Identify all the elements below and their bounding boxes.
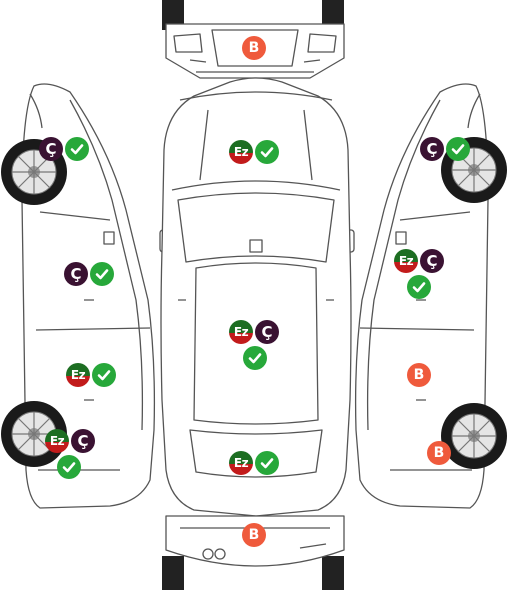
c-mark: Ç bbox=[64, 262, 88, 286]
left-rear-door-marker[interactable]: Ez bbox=[66, 363, 116, 387]
check-icon bbox=[65, 137, 89, 161]
c-mark: Ç bbox=[71, 429, 95, 453]
roof-marker[interactable]: Ez Ç bbox=[229, 320, 279, 344]
hood-marker[interactable]: Ez bbox=[229, 140, 279, 164]
c-mark: Ç bbox=[420, 137, 444, 161]
right-front-door-check-marker[interactable] bbox=[407, 275, 431, 299]
ez-mark: Ez bbox=[394, 249, 418, 273]
ez-mark: Ez bbox=[229, 140, 253, 164]
c-mark: Ç bbox=[255, 320, 279, 344]
check-icon bbox=[255, 140, 279, 164]
b-mark: B bbox=[242, 36, 266, 60]
trunk-marker[interactable]: Ez bbox=[229, 451, 279, 475]
left-front-fender-marker[interactable]: Ç bbox=[39, 137, 89, 161]
check-icon bbox=[243, 346, 267, 370]
check-icon bbox=[90, 262, 114, 286]
front-bumper-marker[interactable]: B bbox=[242, 36, 266, 60]
check-icon bbox=[407, 275, 431, 299]
b-mark: B bbox=[242, 523, 266, 547]
right-rear-fender-marker[interactable]: B bbox=[427, 441, 451, 465]
rear-bumper-shape bbox=[162, 515, 345, 590]
right-front-door-marker[interactable]: Ez Ç bbox=[394, 249, 444, 273]
c-mark: Ç bbox=[39, 137, 63, 161]
ez-mark: Ez bbox=[229, 451, 253, 475]
check-icon bbox=[92, 363, 116, 387]
left-front-door-marker[interactable]: Ç bbox=[64, 262, 114, 286]
right-rear-door-marker[interactable]: B bbox=[407, 363, 431, 387]
ez-mark: Ez bbox=[45, 429, 69, 453]
check-icon bbox=[57, 455, 81, 479]
left-rear-fender-marker[interactable]: Ez Ç bbox=[45, 429, 95, 453]
right-front-fender-marker[interactable]: Ç bbox=[420, 137, 470, 161]
left-rear-fender-check-marker[interactable] bbox=[57, 455, 81, 479]
ez-mark: Ez bbox=[229, 320, 253, 344]
roof-check-marker[interactable] bbox=[243, 346, 267, 370]
check-icon bbox=[255, 451, 279, 475]
wheel-right-rear bbox=[441, 403, 507, 469]
rear-bumper-marker[interactable]: B bbox=[242, 523, 266, 547]
ez-mark: Ez bbox=[66, 363, 90, 387]
top-view-body bbox=[159, 77, 355, 517]
b-mark: B bbox=[407, 363, 431, 387]
c-mark: Ç bbox=[420, 249, 444, 273]
check-icon bbox=[446, 137, 470, 161]
b-mark: B bbox=[427, 441, 451, 465]
